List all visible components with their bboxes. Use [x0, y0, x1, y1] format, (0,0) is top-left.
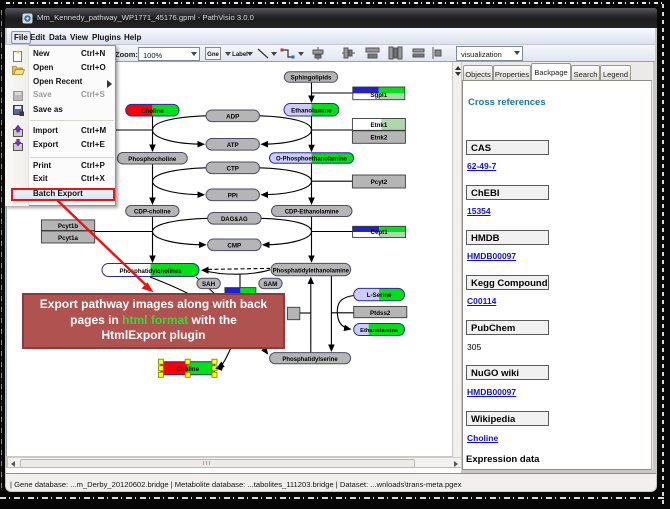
svg-text:Label: Label [232, 52, 248, 58]
svg-text:Gne: Gne [207, 52, 219, 58]
